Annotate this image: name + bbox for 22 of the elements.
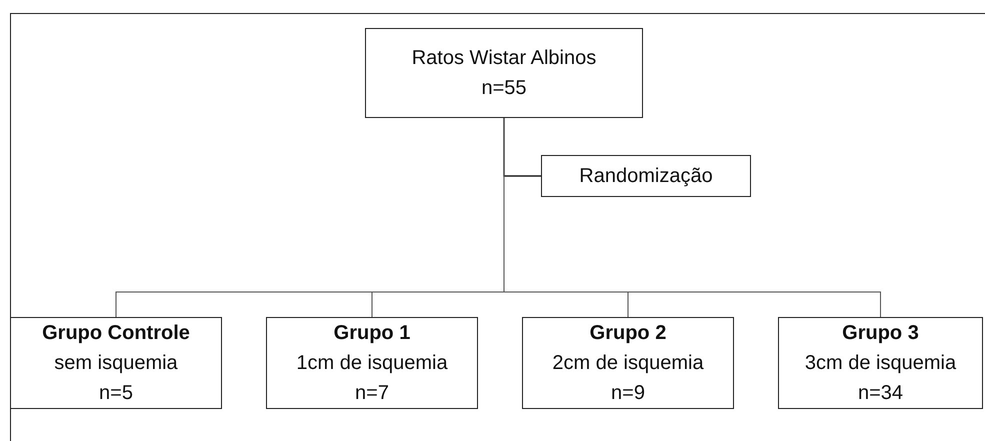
node-detail: n=34 (858, 381, 904, 406)
population-box (365, 28, 643, 118)
node-label: Randomização (579, 164, 713, 189)
group-box (266, 317, 478, 409)
group-title: Grupo 2 (590, 321, 666, 346)
node-label: Ratos Wistar Albinos (412, 46, 596, 71)
node-detail: n=9 (611, 381, 645, 406)
node-detail: n=5 (99, 381, 133, 406)
group-title: Grupo 1 (334, 321, 410, 346)
group-title: Grupo 3 (842, 321, 919, 346)
connector-line (503, 118, 541, 177)
group-title: Grupo Controle (42, 321, 190, 346)
node-detail: 2cm de isquemia (552, 351, 704, 376)
group-box (10, 317, 222, 409)
group-box (778, 317, 983, 409)
group-box (522, 317, 734, 409)
process-box (541, 155, 751, 197)
node-detail: n=7 (355, 381, 389, 406)
node-detail: n=55 (481, 76, 527, 101)
node-detail: sem isquemia (54, 351, 178, 376)
node-detail: 1cm de isquemia (296, 351, 448, 376)
node-detail: 3cm de isquemia (804, 351, 956, 376)
